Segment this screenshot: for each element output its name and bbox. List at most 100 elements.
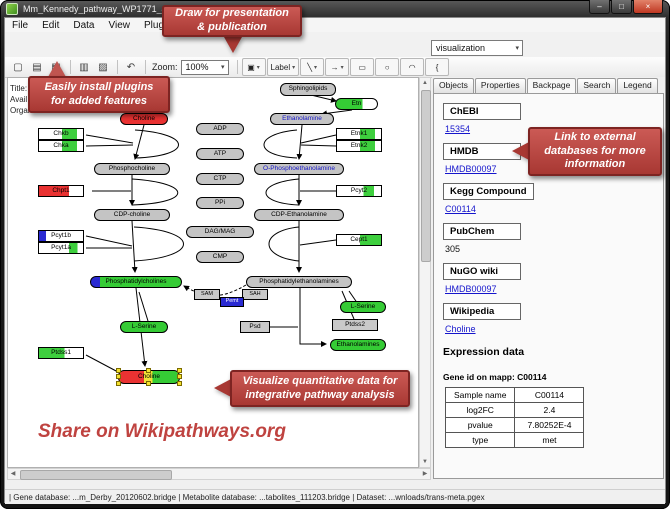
scroll-left-icon[interactable]: ◀ (10, 471, 16, 477)
pathway-node-dag-mag[interactable]: DAG/MAG (186, 226, 254, 238)
pathway-node-choline[interactable]: Choline (116, 368, 182, 386)
close-button[interactable]: × (633, 0, 663, 14)
pathway-node-cdp-ethanolamine[interactable]: CDP-Ethanolamine (254, 209, 344, 221)
backpage-link[interactable]: Choline (445, 324, 476, 334)
datanode-tool[interactable]: ▣▾ (241, 58, 266, 76)
backpage-section-header: HMDB (443, 143, 521, 160)
undo-button[interactable]: ↶ (126, 61, 136, 73)
tab-backpage[interactable]: Backpage (526, 78, 577, 93)
pathway-node-ppi[interactable]: PPi (196, 197, 244, 209)
copy-button[interactable]: ▥ (79, 61, 89, 73)
oval-tool[interactable]: ○ (375, 58, 400, 76)
backpage-section-header: Wikipedia (443, 303, 521, 320)
pathway-node-etn[interactable]: Etn (335, 98, 378, 110)
toolbar-separator (236, 60, 238, 74)
expression-table-cell: type (444, 432, 516, 448)
label-tool[interactable]: Label▾ (266, 58, 300, 76)
tab-search[interactable]: Search (577, 78, 617, 93)
pathway-node-sah[interactable]: SAH (242, 289, 268, 300)
menu-item-file[interactable]: File (12, 19, 29, 31)
tab-properties[interactable]: Properties (474, 78, 526, 93)
expression-data-title: Expression data (443, 346, 525, 358)
pathway-node-sphingolipids[interactable]: Sphingolipids (280, 83, 336, 96)
pathway-node-pcyt2[interactable]: Pcyt2 (336, 185, 382, 197)
zoom-select[interactable]: 100%▾ (180, 59, 229, 75)
pathway-node-ctp[interactable]: CTP (196, 173, 244, 185)
pathway-node-psd[interactable]: Psd (240, 321, 270, 333)
share-annotation: Share on Wikipathways.org (38, 421, 286, 442)
scroll-down-icon[interactable]: ▼ (422, 459, 428, 465)
pathway-node-o-phosphoethanolamine[interactable]: O-Phosphoethanolamine (254, 163, 344, 175)
tab-legend[interactable]: Legend (617, 78, 658, 93)
pathway-node-phosphatidylcholines[interactable]: Phosphatidylcholines (90, 276, 182, 288)
callout-plugins: Easily install plugins for added feature… (28, 76, 170, 113)
pathway-node-cdp-choline[interactable]: CDP-choline (94, 209, 170, 221)
pathway-node-adp[interactable]: ADP (196, 123, 244, 135)
line-tool[interactable]: ╲▾ (300, 58, 325, 76)
arrow-tool[interactable]: →▾ (325, 58, 350, 76)
arc-tool[interactable]: ◠ (400, 58, 425, 76)
app-body: FileEditDataViewPluginsHelp visualizatio… (4, 17, 666, 504)
selection-handle (177, 368, 182, 373)
pathway-node-pemt[interactable]: Pemt (220, 297, 244, 307)
rect-tool[interactable]: ▭ (350, 58, 375, 76)
pathway-node-chkb[interactable]: Chkb (38, 128, 84, 140)
menu-item-plugins[interactable]: Plugins (143, 19, 177, 31)
paste-button[interactable]: ▨ (98, 61, 108, 73)
pathway-node-etnk1[interactable]: Etnk1 (336, 128, 382, 140)
pathway-node-etnk2[interactable]: Etnk2 (336, 140, 382, 152)
callout-plugins-arrow-icon (48, 61, 66, 77)
pathway-node-l-serine[interactable]: L-Serine (120, 321, 168, 333)
pathway-node-pcyt1a[interactable]: Pcyt1a (38, 242, 84, 254)
backpage-link[interactable]: C00114 (445, 204, 476, 214)
menu-item-data[interactable]: Data (73, 19, 95, 31)
vertical-scroll-thumb[interactable] (421, 90, 431, 262)
minimize-button[interactable]: – (589, 0, 610, 14)
menu-item-view[interactable]: View (108, 19, 130, 31)
maximize-button[interactable]: □ (611, 0, 632, 14)
callout-draw-arrow-icon (224, 37, 242, 53)
pathway-node-l-serine[interactable]: L-Serine (340, 301, 386, 313)
pathway-node-chka[interactable]: Chka (38, 140, 84, 152)
vertical-scrollbar[interactable]: ▲ ▼ (419, 77, 431, 468)
pathway-node-ethanolamines[interactable]: Ethanolamines (330, 339, 386, 351)
backpage-section-header: ChEBI (443, 103, 521, 120)
brace-tool[interactable]: { (425, 58, 450, 76)
backpage-link[interactable]: HMDB00097 (445, 164, 497, 174)
toolbar-separator (117, 60, 118, 74)
callout-visualize-arrow-icon (214, 379, 231, 397)
open-file-button[interactable]: ▤ (32, 61, 42, 73)
title-bar[interactable]: Mm_Kennedy_pathway_WP1771_45176.gpl... (0, 0, 670, 17)
pathway-node-choline[interactable]: Choline (120, 113, 168, 125)
pathway-node-atp[interactable]: ATP (196, 148, 244, 160)
pathway-node-cmp[interactable]: CMP (196, 251, 244, 263)
pathway-node-pcyt1b[interactable]: Pcyt1b (38, 230, 84, 242)
canvas-info-label: Title: (10, 84, 28, 93)
horizontal-scrollbar[interactable]: ◀ ▶ (7, 468, 431, 480)
pathway-node-sam[interactable]: SAM (194, 289, 220, 300)
chevron-down-icon: ▾ (221, 64, 225, 71)
toolbar-separator (145, 60, 146, 74)
horizontal-scroll-thumb[interactable] (20, 470, 172, 480)
scroll-right-icon[interactable]: ▶ (422, 471, 428, 477)
scroll-up-icon[interactable]: ▲ (422, 80, 428, 86)
pathway-node-ethanolamine[interactable]: Ethanolamine (270, 113, 334, 125)
pathway-node-chpt1[interactable]: Chpt1 (38, 185, 84, 197)
visualization-select[interactable]: visualization ▾ (431, 40, 523, 56)
main-toolbar: ▢▤▦▥▨↶Zoom:100%▾▣▾Label▾╲▾→▾▭○◠{ (5, 57, 665, 78)
pathway-node-ptdss2[interactable]: Ptdss2 (332, 319, 378, 331)
zoom-label: Zoom: (152, 62, 178, 72)
pathway-node-ptdss1[interactable]: Ptdss1 (38, 347, 84, 359)
pathway-node-phosphatidylethanolamines[interactable]: Phosphatidylethanolamines (246, 276, 352, 288)
menu-item-edit[interactable]: Edit (42, 19, 60, 31)
tab-objects[interactable]: Objects (433, 78, 474, 93)
new-file-button[interactable]: ▢ (13, 61, 23, 73)
pathway-node-cept1[interactable]: Cept1 (336, 234, 382, 246)
canvas-info-label: Organ (10, 106, 33, 115)
backpage-link[interactable]: 15354 (445, 124, 471, 134)
pathway-node-phosphocholine[interactable]: Phosphocholine (94, 163, 170, 175)
backpage-link[interactable]: HMDB00097 (445, 284, 497, 294)
callout-link: Link to external databases for more info… (528, 127, 662, 176)
